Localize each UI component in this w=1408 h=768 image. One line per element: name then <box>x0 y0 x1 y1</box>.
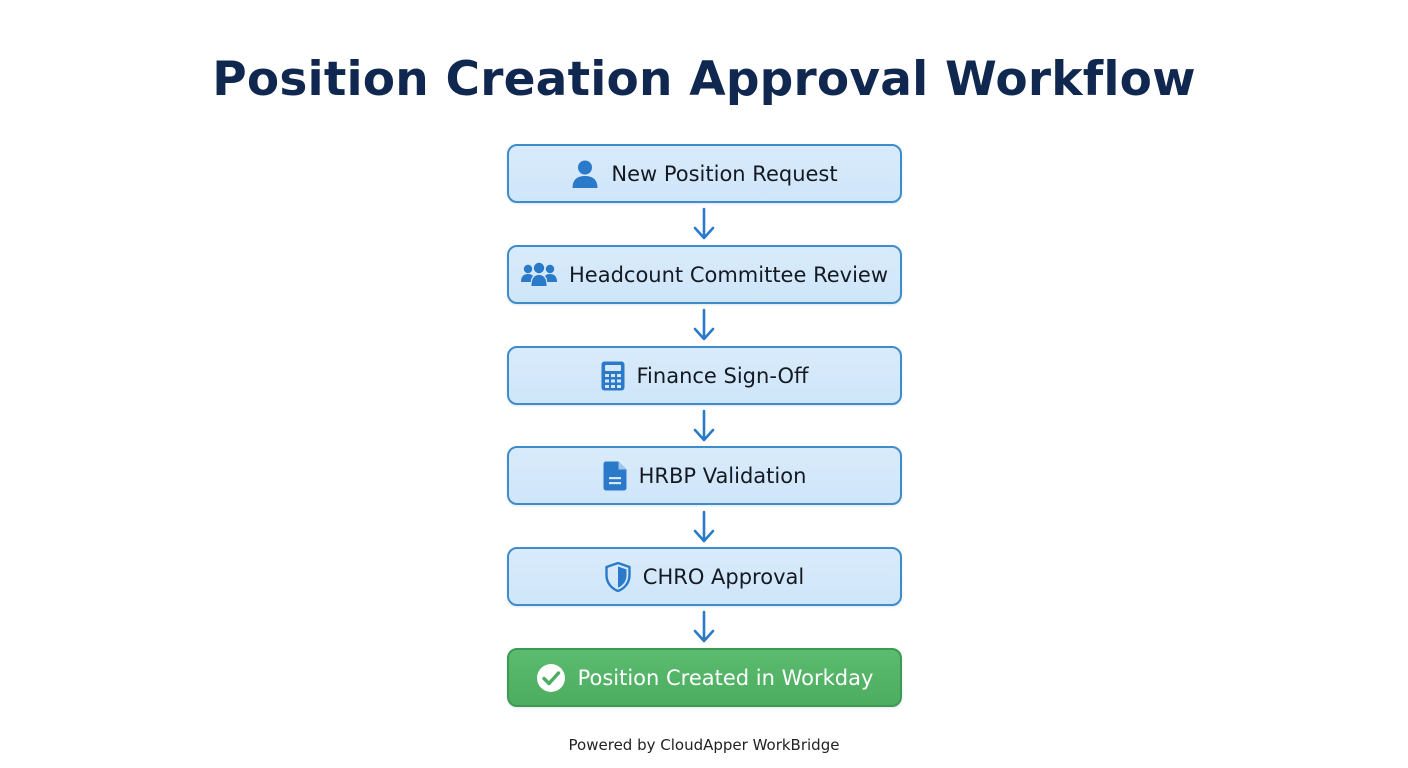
shield-icon <box>605 561 631 592</box>
arrow-down-icon <box>693 207 715 240</box>
calculator-icon <box>601 361 625 391</box>
step-hrbp-validation[interactable]: HRBP Validation <box>507 446 902 505</box>
step-position-created-in-workday[interactable]: Position Created in Workday <box>507 648 902 707</box>
step-label: Finance Sign-Off <box>636 363 809 388</box>
step-headcount-committee-review[interactable]: Headcount Committee Review <box>507 245 902 304</box>
step-label: CHRO Approval <box>642 564 805 589</box>
page-title: Position Creation Approval Workflow <box>212 52 1196 107</box>
check-circle-icon <box>536 663 566 693</box>
arrow-down-icon <box>693 510 715 543</box>
arrow-down-icon <box>693 409 715 442</box>
step-label: Position Created in Workday <box>577 665 874 690</box>
step-label: HRBP Validation <box>638 463 807 488</box>
arrow-down-icon <box>693 610 715 643</box>
footer-powered-by: Powered by CloudApper WorkBridge <box>568 736 840 754</box>
document-icon <box>603 461 627 491</box>
step-new-position-request[interactable]: New Position Request <box>507 144 902 203</box>
step-label: Headcount Committee Review <box>569 262 888 287</box>
step-chro-approval[interactable]: CHRO Approval <box>507 547 902 606</box>
users-icon <box>521 262 557 288</box>
step-finance-sign-off[interactable]: Finance Sign-Off <box>507 346 902 405</box>
arrow-down-icon <box>693 308 715 341</box>
step-label: New Position Request <box>611 161 838 186</box>
user-icon <box>571 159 599 189</box>
